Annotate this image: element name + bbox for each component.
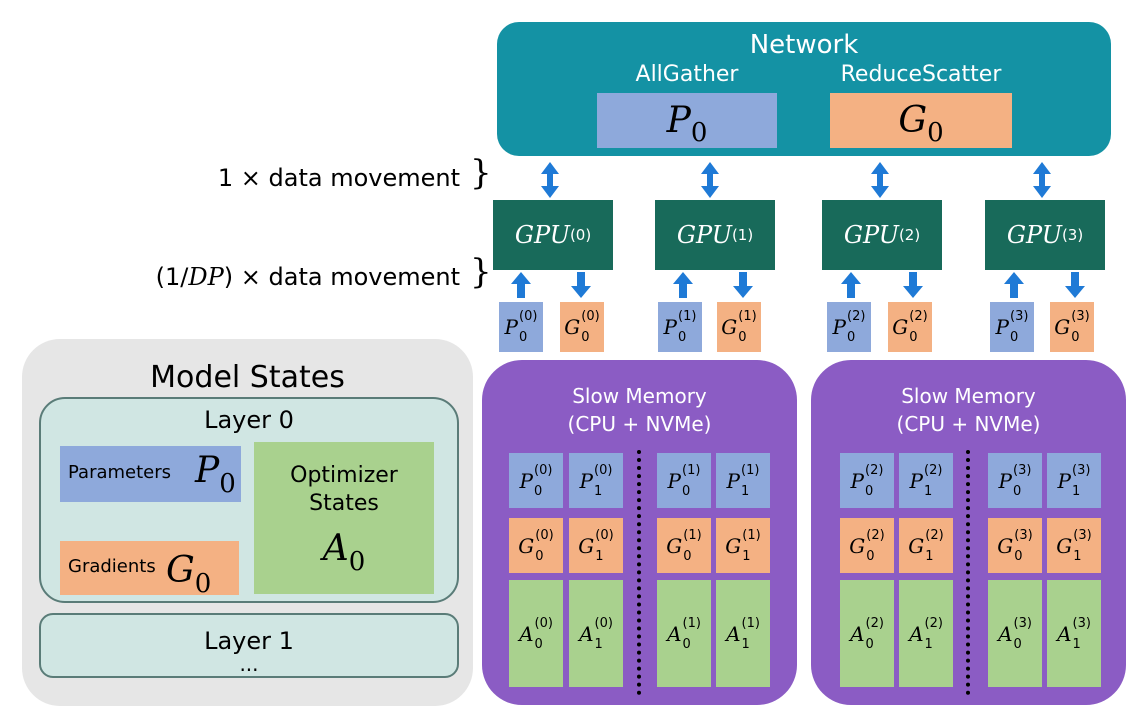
allgather-symbol: P — [666, 100, 691, 141]
dm-suffix: ) × data movement — [223, 263, 460, 291]
gpu-0-index: (0) — [569, 226, 592, 244]
gpu-1-index: (1) — [731, 226, 754, 244]
slow1-g11: G(1)1 — [716, 518, 770, 573]
bottom-brace: } — [470, 252, 492, 292]
reducescatter-subscript: 0 — [927, 117, 944, 148]
allgather-label: AllGather — [635, 62, 739, 87]
slow-memory-divider-2 — [966, 450, 970, 695]
parameters-label: Parameters — [68, 462, 172, 483]
network-title: Network — [749, 30, 859, 60]
slow2-a13: A(3)1 — [1047, 580, 1101, 687]
parameters-symbol: P0 — [195, 450, 236, 499]
gpu-2: GPU(2) — [822, 200, 942, 270]
slow1-a01: A(1)0 — [657, 580, 711, 687]
slow2-g02: G(2)0 — [840, 518, 894, 573]
slow1-p11: P(1)1 — [716, 453, 770, 508]
slow1-p01: P(1)0 — [657, 453, 711, 508]
double-arrow-gpu0 — [541, 162, 559, 198]
slow1-g01: G(1)0 — [657, 518, 711, 573]
slow2-a12: A(2)1 — [899, 580, 953, 687]
grad-shard-gpu1: G(1)0 — [717, 302, 761, 352]
optimizer-symbol: A0 — [322, 528, 366, 577]
layer-1-title: Layer 1 — [204, 627, 294, 655]
slow1-a11: A(1)1 — [716, 580, 770, 687]
down-arrows — [571, 272, 1085, 298]
slow2-a03: A(3)0 — [988, 580, 1042, 687]
allgather-subscript: 0 — [690, 117, 708, 148]
top-brace: } — [470, 153, 492, 193]
double-arrow-gpu1 — [701, 162, 719, 198]
gpu-1: GPU(1) — [655, 200, 775, 270]
parameters-box — [60, 446, 241, 502]
gpu-2-index: (2) — [898, 226, 921, 244]
double-arrow-gpu2 — [871, 162, 889, 198]
partial-data-movement-label: (1/DP) × data movement — [80, 263, 460, 291]
slow-memory-divider-1 — [637, 450, 641, 695]
slow2-p03: P(3)0 — [988, 453, 1042, 508]
layer-1-box — [39, 613, 459, 678]
optimizer-states-box — [254, 442, 434, 594]
grad-shard-gpu3: G(3)0 — [1050, 302, 1094, 352]
slow2-p12: P(2)1 — [899, 453, 953, 508]
gpu-2-label: GPU — [843, 221, 899, 249]
full-data-movement-label: 1 × data movement — [217, 164, 460, 192]
gpu-3: GPU(3) — [985, 200, 1105, 270]
gradients-symbol: G0 — [166, 550, 212, 599]
slow2-p13: P(3)1 — [1047, 453, 1101, 508]
more-layers-ellipsis: ... — [239, 652, 259, 676]
slow1-a00: A(0)0 — [509, 580, 563, 687]
double-arrow-gpu3 — [1033, 162, 1051, 198]
slow2-p02: P(2)0 — [840, 453, 894, 508]
param-shard-gpu1: P(1)0 — [658, 302, 702, 352]
gpu-0-label: GPU — [514, 221, 570, 249]
slow-memory-title-1: Slow Memory(CPU + NVMe) — [567, 384, 712, 436]
gpu-0: GPU(0) — [493, 200, 613, 270]
reducescatter-symbol: G — [898, 100, 928, 141]
slow1-p00: P(0)0 — [509, 453, 563, 508]
slow2-a02: A(2)0 — [840, 580, 894, 687]
gpu-1-label: GPU — [676, 221, 732, 249]
slow2-g03: G(3)0 — [988, 518, 1042, 573]
gradients-label: Gradients — [68, 556, 156, 577]
slow2-g12: G(2)1 — [899, 518, 953, 573]
grad-shard-gpu2: G(2)0 — [888, 302, 932, 352]
param-shard-gpu3: P(3)0 — [990, 302, 1034, 352]
slow1-g00: G(0)0 — [509, 518, 563, 573]
reducescatter-label: ReduceScatter — [840, 62, 1002, 87]
gpu-3-index: (3) — [1061, 226, 1084, 244]
dm-var: DP — [188, 263, 224, 291]
gradients-box — [60, 541, 239, 595]
gpu-3-label: GPU — [1006, 221, 1062, 249]
up-arrows — [511, 272, 1024, 298]
dm-prefix: (1/ — [155, 263, 189, 291]
layer-0-title: Layer 0 — [204, 406, 294, 434]
slow2-g13: G(3)1 — [1047, 518, 1101, 573]
param-shard-gpu0: P(0)0 — [499, 302, 543, 352]
param-shard-gpu2: P(2)0 — [827, 302, 871, 352]
model-states-title: Model States — [150, 360, 345, 395]
slow1-a10: A(0)1 — [569, 580, 623, 687]
grad-shard-gpu0: G(0)0 — [560, 302, 604, 352]
slow1-g10: G(0)1 — [569, 518, 623, 573]
slow1-p10: P(0)1 — [569, 453, 623, 508]
slow-memory-title-2: Slow Memory(CPU + NVMe) — [896, 384, 1041, 436]
